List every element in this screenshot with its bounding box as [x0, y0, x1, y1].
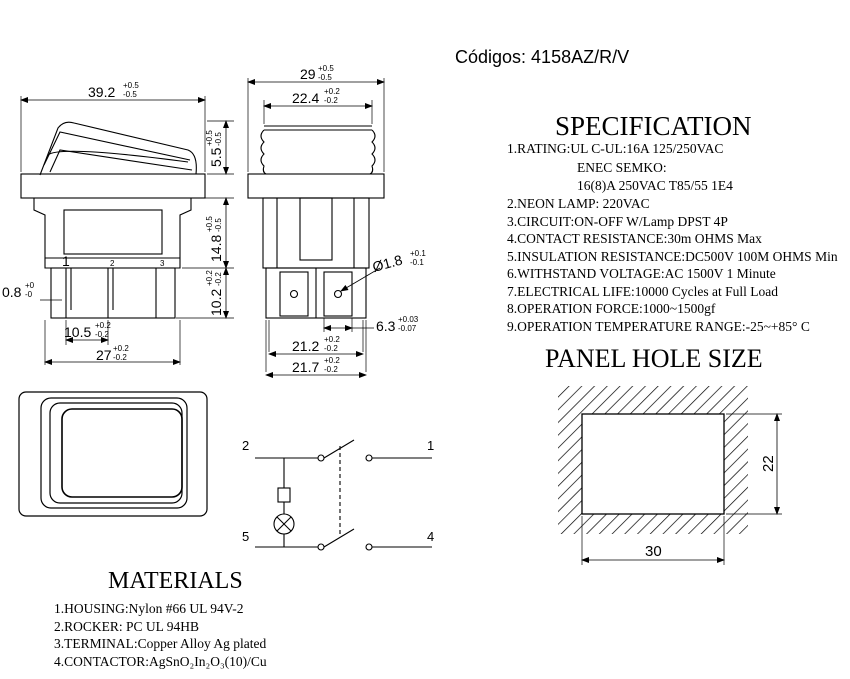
dim-rocker-width: 22.4: [292, 90, 319, 106]
front-view-drawing: [20, 96, 234, 365]
dim-rocker-height-tol-minus: -0.5: [214, 132, 223, 146]
dim-body-width-2: 21.7: [292, 359, 319, 375]
pin-label-3: 3: [160, 259, 165, 268]
dim-body-width-1-tol-minus: -0.2: [324, 344, 338, 353]
dim-hole-diameter-tol-minus: -0.1: [410, 258, 424, 267]
material-line-terminal: 3.TERMINAL:Copper Alloy Ag plated: [54, 636, 266, 651]
spec-line-insulation: 5.INSULATION RESISTANCE:DC500V 100M OHMS…: [507, 249, 838, 264]
dim-terminal-width: 6.3: [376, 318, 396, 334]
spec-line-circuit: 3.CIRCUIT:ON-OFF W/Lamp DPST 4P: [507, 214, 728, 229]
circuit-terminal-4: 4: [427, 529, 434, 544]
materials-title: MATERIALS: [108, 568, 243, 594]
dim-pin-thickness-tol-minus: -0: [25, 290, 33, 299]
top-view-drawing: [18, 391, 208, 517]
dim-terminal-length-tol-minus: -0.2: [214, 272, 223, 286]
spec-line-contact-resistance: 4.CONTACT RESISTANCE:30m OHMS Max: [507, 231, 762, 246]
dim-rocker-width-tol-minus: -0.2: [324, 96, 338, 105]
specification-title: SPECIFICATION: [555, 111, 752, 141]
dim-hole-diameter-tol-plus: +0.1: [410, 249, 426, 258]
circuit-schematic: [255, 439, 432, 551]
spec-line-electrical-life: 7.ELECTRICAL LIFE:10000 Cycles at Full L…: [507, 284, 778, 299]
spec-line-operation-force: 8.OPERATION FORCE:1000~1500gf: [507, 301, 716, 316]
dim-body-height-group: 14.8 +0.5 -0.5: [205, 216, 224, 262]
dim-front-width-tol-minus: -0.5: [123, 90, 137, 99]
material-line-contactor: 4.CONTACTOR:AgSnO₂In₂O₃(10)/Cu: [54, 654, 267, 669]
spec-line-rating: 1.RATING:UL C-UL:16A 125/250VAC: [507, 141, 723, 156]
dim-terminal-length: 10.2: [208, 289, 224, 316]
dim-rocker-height: 5.5: [208, 147, 224, 167]
pin-label-1: 1: [62, 253, 70, 269]
dim-pins-width-tol-plus: +0.2: [113, 344, 129, 353]
dim-side-width-tol-plus: +0.5: [318, 64, 334, 73]
panel-hole-width: 30: [645, 543, 662, 560]
spec-line-withstand: 6.WITHSTAND VOLTAGE:AC 1500V 1 Minute: [507, 266, 776, 281]
dim-side-width: 29: [300, 66, 316, 82]
dim-body-width-2-tol-plus: +0.2: [324, 356, 340, 365]
dim-pins-width-tol-minus: -0.2: [113, 353, 127, 362]
spec-line-neon-lamp: 2.NEON LAMP: 220VAC: [507, 196, 650, 211]
dim-terminal-width-tol-plus: +0.03: [398, 315, 419, 324]
dim-rocker-height-group: 5.5 +0.5 -0.5: [205, 130, 224, 167]
circuit-terminal-2: 2: [242, 438, 249, 453]
dim-body-width-1: 21.2: [292, 338, 319, 354]
dim-body-height: 14.8: [208, 235, 224, 262]
circuit-terminal-1: 1: [427, 438, 434, 453]
side-view-drawing: [247, 78, 385, 378]
dim-body-width-1-tol-plus: +0.2: [324, 335, 340, 344]
dim-terminal-width-tol-minus: -0.07: [398, 324, 417, 333]
dim-rocker-height-tol-plus: +0.5: [205, 130, 214, 146]
dim-pin-thickness-tol-plus: +0: [25, 281, 35, 290]
dim-pin-pitch-tol-plus: +0.2: [95, 321, 111, 330]
material-line-rocker: 2.ROCKER: PC UL 94HB: [54, 619, 199, 634]
dim-front-width: 39.2: [88, 84, 115, 100]
dim-pins-width: 27: [96, 347, 112, 363]
materials-list: 1.HOUSING:Nylon #66 UL 94V-2 2.ROCKER: P…: [54, 601, 267, 669]
material-line-housing: 1.HOUSING:Nylon #66 UL 94V-2: [54, 601, 244, 616]
dim-terminal-length-tol-plus: +0.2: [205, 270, 214, 286]
dim-pin-pitch: 10.5: [64, 324, 91, 340]
dim-body-height-tol-minus: -0.5: [214, 218, 223, 232]
spec-line-enec: ENEC SEMKO:: [577, 160, 667, 175]
dim-rocker-width-tol-plus: +0.2: [324, 87, 340, 96]
panel-hole-height: 22: [760, 455, 777, 472]
pin-label-2: 2: [110, 259, 115, 268]
spec-line-enec-rating: 16(8)A 250VAC T85/55 1E4: [577, 178, 733, 193]
dim-side-width-tol-minus: -0.5: [318, 73, 332, 82]
dim-pin-thickness: 0.8: [2, 284, 22, 300]
specification-list: 1.RATING:UL C-UL:16A 125/250VAC ENEC SEM…: [507, 141, 838, 334]
dim-body-width-2-tol-minus: -0.2: [324, 365, 338, 374]
codes-label: Códigos: 4158AZ/R/V: [455, 47, 629, 67]
dim-hole-diameter: Ø1.8: [371, 252, 405, 275]
dim-terminal-length-group: 10.2 +0.2 -0.2: [205, 270, 224, 316]
dim-body-height-tol-plus: +0.5: [205, 216, 214, 232]
panel-hole-title: PANEL HOLE SIZE: [545, 344, 763, 373]
dim-front-width-tol-plus: +0.5: [123, 81, 139, 90]
spec-line-temperature: 9.OPERATION TEMPERATURE RANGE:-25~+85° C: [507, 319, 810, 334]
circuit-terminal-5: 5: [242, 529, 249, 544]
dim-pin-pitch-tol-minus: -0.2: [95, 330, 109, 339]
panel-hole-drawing: [558, 386, 782, 565]
